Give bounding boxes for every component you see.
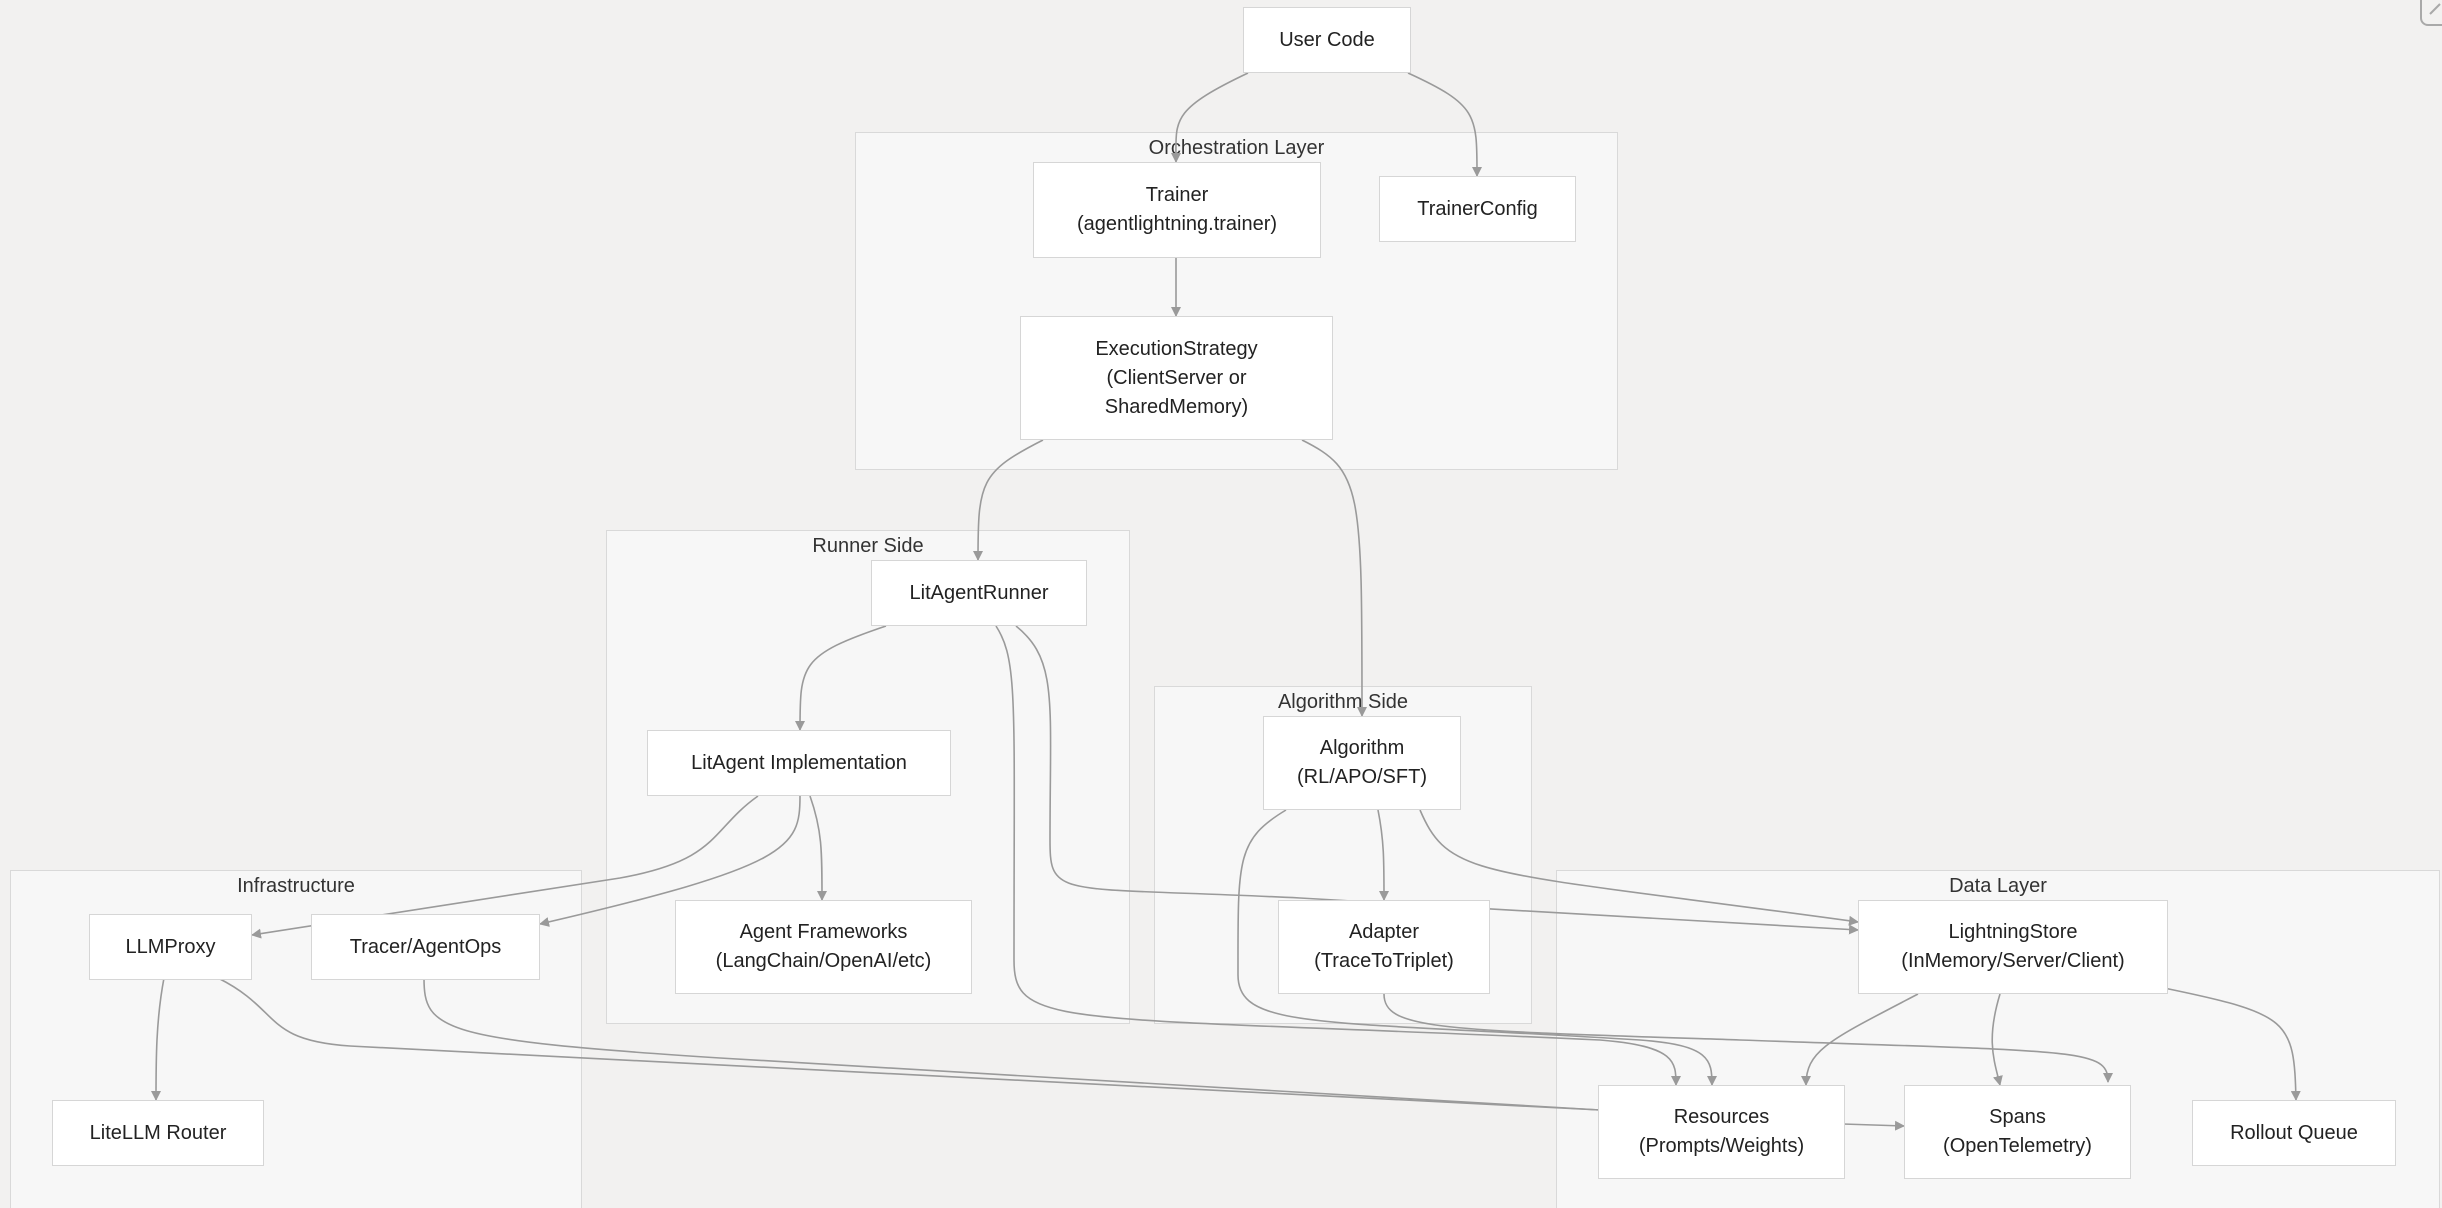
expand-icon[interactable] [2420,0,2442,26]
node-trainer[interactable]: Trainer (agentlightning.trainer) [1033,162,1321,258]
node-llm-proxy[interactable]: LLMProxy [89,914,252,980]
node-rollout-queue[interactable]: Rollout Queue [2192,1100,2396,1166]
node-lightning-store[interactable]: LightningStore (InMemory/Server/Client) [1858,900,2168,994]
node-lit-agent-implementation[interactable]: LitAgent Implementation [647,730,951,796]
group-label-infrastructure: Infrastructure [237,875,355,897]
group-label-data-layer: Data Layer [1949,875,2047,897]
edge-execution-strategy-to-algorithm [1301,439,1367,717]
group-label-runner-side: Runner Side [812,535,924,557]
node-adapter[interactable]: Adapter (TraceToTriplet) [1278,900,1490,994]
node-execution-strategy[interactable]: ExecutionStrategy (ClientServer or Share… [1020,316,1333,440]
group-label-orchestration-layer: Orchestration Layer [1148,137,1325,159]
node-tracer-agentops[interactable]: Tracer/AgentOps [311,914,540,980]
node-agent-frameworks[interactable]: Agent Frameworks (LangChain/OpenAI/etc) [675,900,972,994]
node-resources[interactable]: Resources (Prompts/Weights) [1598,1085,1845,1179]
node-lit-agent-runner[interactable]: LitAgentRunner [871,560,1087,626]
node-trainer-config[interactable]: TrainerConfig [1379,176,1576,242]
node-user-code[interactable]: User Code [1243,7,1411,73]
group-label-algorithm-side: Algorithm Side [1277,691,1409,713]
node-algorithm[interactable]: Algorithm (RL/APO/SFT) [1263,716,1461,810]
node-spans[interactable]: Spans (OpenTelemetry) [1904,1085,2131,1179]
node-litellm-router[interactable]: LiteLLM Router [52,1100,264,1166]
